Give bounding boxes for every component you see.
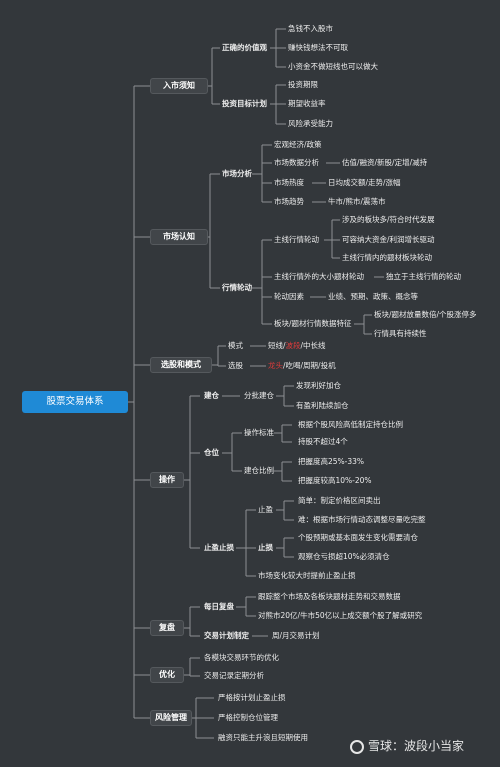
- node-ratio: 建仓比例: [244, 466, 274, 475]
- node-leaf: 主线行情内的题材板块轮动: [342, 253, 432, 262]
- node-leaf: 把握度较高10%-20%: [298, 476, 372, 485]
- node-leaf: 有盈利陆续加仓: [296, 401, 349, 410]
- node-factors: 轮动因素: [274, 292, 304, 301]
- node-market-analysis: 市场分析: [222, 169, 252, 178]
- node-leaf: 简单：制定价格区间卖出: [298, 496, 381, 505]
- node-position: 仓位: [204, 448, 219, 457]
- node-leaf: 宏观经济/政策: [274, 140, 322, 149]
- branch-market: 市场认知: [150, 229, 208, 245]
- branch-risk: 风险管理: [150, 710, 192, 726]
- node-stop: 止盈止损: [204, 543, 234, 552]
- root-node: 股票交易体系: [22, 391, 128, 413]
- snowball-logo-icon: [350, 740, 364, 754]
- node-stop-loss: 止损: [258, 543, 273, 552]
- node-leaf: 持股不超过4个: [298, 437, 348, 446]
- node-leaf: 交易记录定期分析: [204, 671, 264, 680]
- node-mainline: 主线行情轮动: [274, 235, 319, 244]
- node-leaf: 跟踪整个市场及各板块题材走势和交易数据: [258, 592, 401, 601]
- node-leaf: 严格控制仓位管理: [218, 713, 278, 722]
- node-batch: 分批建仓: [244, 391, 274, 400]
- node-leaf: 行情具有持续性: [374, 329, 427, 338]
- node-trade-plan: 交易计划制定: [204, 631, 249, 640]
- node-build: 建仓: [204, 391, 219, 400]
- node-rotation: 行情轮动: [222, 283, 252, 292]
- branch-entry: 入市须知: [150, 78, 208, 94]
- node-pick-detail: 龙头/吃喝/周期/投机: [268, 361, 336, 370]
- node-leaf: 发现利好加仓: [296, 381, 341, 390]
- node-mode: 模式: [228, 341, 243, 350]
- node-detail: 周/月交易计划: [272, 631, 320, 640]
- node-standard: 操作标准: [244, 428, 274, 437]
- node-plan: 投资目标计划: [222, 99, 267, 108]
- node-off-mainline: 主线行情外的大小题材轮动: [274, 272, 364, 281]
- watermark: 雪球：波段小当家: [350, 737, 464, 754]
- node-detail: 日均成交额/走势/涨幅: [328, 178, 401, 187]
- node-leaf: 难：根据市场行情动态调整尽量吃完整: [298, 515, 426, 524]
- node-leaf: 各模块交易环节的优化: [204, 653, 279, 662]
- branch-review: 复盘: [150, 620, 184, 636]
- branch-optimize: 优化: [150, 667, 184, 683]
- node-leaf: 小资金不做短线也可以做大: [288, 62, 378, 71]
- branch-operation: 操作: [150, 472, 184, 488]
- node-detail: 估值/融资/新股/定增/减持: [342, 158, 428, 167]
- node-leaf: 市场趋势: [274, 197, 304, 206]
- node-take-profit: 止盈: [258, 505, 273, 514]
- node-detail: 牛市/熊市/震荡市: [328, 197, 386, 206]
- node-daily-review: 每日复盘: [204, 602, 234, 611]
- node-leaf: 市场变化较大时提前止盈止损: [258, 571, 356, 580]
- node-leaf: 板块/题材放量数倍/个股涨停多: [374, 310, 477, 319]
- node-leaf: 赚快钱想法不可取: [288, 43, 348, 52]
- node-pick: 选股: [228, 361, 243, 370]
- node-leaf: 市场数据分析: [274, 158, 319, 167]
- node-leaf: 根据个股风险高低制定持仓比例: [298, 420, 403, 429]
- node-leaf: 风险承受能力: [288, 119, 333, 128]
- node-leaf: 个股预期或基本面发生变化需要清仓: [298, 533, 418, 542]
- node-leaf: 融资只能主升浪且短期使用: [218, 733, 308, 742]
- node-sector-data: 板块/题材行情数据特征: [274, 319, 352, 328]
- node-leaf: 涉及的板块多/符合时代发展: [342, 215, 435, 224]
- node-leaf: 急钱不入股市: [288, 24, 333, 33]
- node-leaf: 严格按计划止盈止损: [218, 693, 286, 702]
- branch-stock-picking: 选股和模式: [150, 357, 212, 373]
- node-detail: 独立于主线行情的轮动: [386, 272, 461, 281]
- node-leaf: 对熊市20亿/牛市50亿以上成交额个股了解或研究: [258, 611, 423, 620]
- node-leaf: 市场热度: [274, 178, 304, 187]
- node-leaf: 期望收益率: [288, 99, 326, 108]
- node-leaf: 可容纳大资金/利润增长驱动: [342, 235, 435, 244]
- node-leaf: 投资期限: [288, 80, 318, 89]
- node-leaf: 把握度高25%-33%: [298, 457, 365, 466]
- node-leaf: 观察仓亏损超10%必须清仓: [298, 552, 390, 561]
- node-detail: 业绩、预期、政策、概念等: [328, 292, 418, 301]
- node-values: 正确的价值观: [222, 43, 267, 52]
- node-mode-detail: 短线/波段/中长线: [268, 341, 326, 350]
